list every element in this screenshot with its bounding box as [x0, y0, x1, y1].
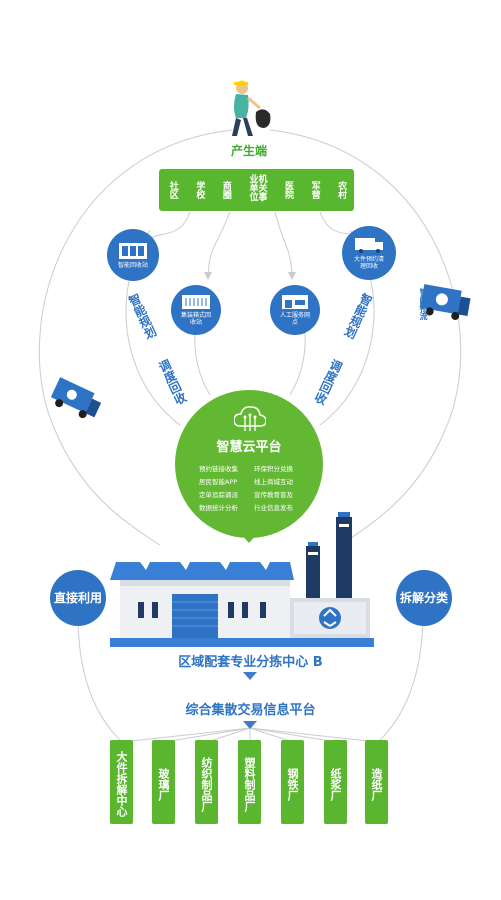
- cloud-feature-7: 数据统计分析: [199, 504, 238, 512]
- container-recycling-station: 集装箱式回收站: [171, 285, 221, 335]
- factory-bulky-disassembly: 大件拆解中心: [110, 740, 133, 824]
- delivery-truck-icon: [355, 238, 383, 253]
- source-business-district: 商圈: [220, 181, 231, 199]
- cloud-circuit-icon: [234, 406, 266, 431]
- shop-icon: [282, 295, 308, 309]
- smart-recycling-station: 智能回收站: [107, 229, 159, 281]
- disassembly-bubble: 拆解分类: [396, 570, 452, 626]
- sorting-center-building: [110, 512, 374, 647]
- down-arrow-2: [243, 721, 257, 729]
- source-hospital: 医院: [283, 181, 294, 199]
- manual-service-point: 人工服务网点: [270, 285, 320, 335]
- source-community: 社区: [167, 181, 178, 199]
- cloud-feature-1: 预约链接收集: [199, 465, 238, 473]
- platform-title: 综合集散交易信息平台: [185, 703, 316, 718]
- source-military: 军营: [309, 181, 320, 199]
- down-arrow-1: [243, 672, 257, 680]
- direct-use-bubble: 直接利用: [50, 570, 106, 626]
- truck-right-icon: [420, 284, 471, 320]
- truck-left-icon: [50, 377, 102, 419]
- cloud-feature-5: 定单追踪调派: [199, 491, 238, 499]
- factory-pulp: 纸浆厂: [324, 740, 347, 824]
- container-recycling-station-label: 集装箱式回收站: [180, 312, 211, 326]
- bulky-item-pickup-label: 大件预约清理回收: [353, 256, 384, 270]
- worker-illustration: [232, 80, 271, 136]
- cloud-feature-3: 居民智能APP: [199, 478, 238, 486]
- sorting-center-title: 区域配套专业分拣中心 B: [178, 655, 323, 670]
- container-icon: [182, 295, 210, 309]
- manual-service-point-label: 人工服务网点: [279, 312, 310, 326]
- recycle-station-icon: [119, 242, 147, 259]
- source-school: 学校: [194, 181, 205, 199]
- source-government: 机关事业单位: [247, 174, 267, 201]
- cloud-pointer: [240, 533, 258, 543]
- cloud-feature-6: 宣传教育普及: [254, 491, 293, 499]
- cloud-feature-4: 线上商城互动: [254, 478, 293, 486]
- cloud-feature-2: 环保积分兑换: [254, 465, 293, 473]
- source-category-box: 社区 学校 商圈 机关事业单位 医院 军营 农村: [159, 169, 354, 211]
- factory-paper: 造纸厂: [365, 740, 388, 824]
- factory-plastic: 塑料制品厂: [238, 740, 261, 824]
- cloud-feature-8: 行业信息发布: [254, 504, 293, 512]
- smart-recycling-station-label: 智能回收站: [118, 261, 149, 269]
- factory-steel: 钢铁厂: [281, 740, 304, 824]
- factory-textile: 纺织制品厂: [195, 740, 218, 824]
- truck-right-label: 智能物流: [419, 288, 428, 320]
- factory-glass: 玻璃厂: [152, 740, 175, 824]
- source-village: 农村: [336, 181, 347, 199]
- top-label: 产生端: [231, 144, 268, 158]
- cloud-title: 智慧云平台: [216, 440, 282, 455]
- bulky-item-pickup: 大件预约清理回收: [342, 226, 396, 280]
